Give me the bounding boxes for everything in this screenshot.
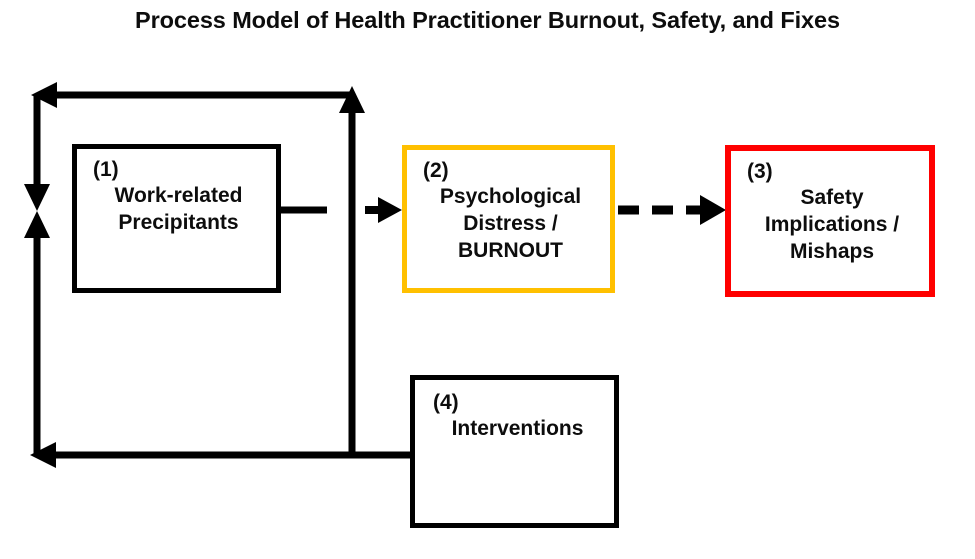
- node-box-psychological-distress-burnout[interactable]: (2) Psychological Distress / BURNOUT: [402, 145, 615, 293]
- node-box-interventions[interactable]: (4) Interventions: [410, 375, 619, 528]
- node-4-label: Interventions: [451, 417, 584, 440]
- arrow-node2-to-node3: [618, 195, 726, 225]
- node-box-safety-implications-mishaps[interactable]: (3) Safety Implications / Mishaps: [725, 145, 935, 297]
- node-2-number: (2): [423, 159, 449, 182]
- arrow-node1-to-node2: [365, 197, 402, 223]
- node-3-number: (3): [747, 160, 773, 183]
- feedback-loop-bottom-arrow: [30, 442, 412, 468]
- feedback-loop-left-lower: [24, 211, 50, 455]
- node-box-work-related-precipitants[interactable]: (1) Work-related Precipitants: [72, 144, 281, 293]
- page-title: Process Model of Health Practitioner Bur…: [135, 7, 840, 33]
- feedback-loop-left-upper: [24, 95, 50, 211]
- node-3-label: Safety Implications / Mishaps: [764, 186, 900, 263]
- node-2-label: Psychological Distress / BURNOUT: [439, 185, 582, 262]
- node-1-label: Work-related Precipitants: [114, 184, 243, 234]
- node-4-number: (4): [433, 391, 459, 414]
- node-1-number: (1): [93, 158, 119, 181]
